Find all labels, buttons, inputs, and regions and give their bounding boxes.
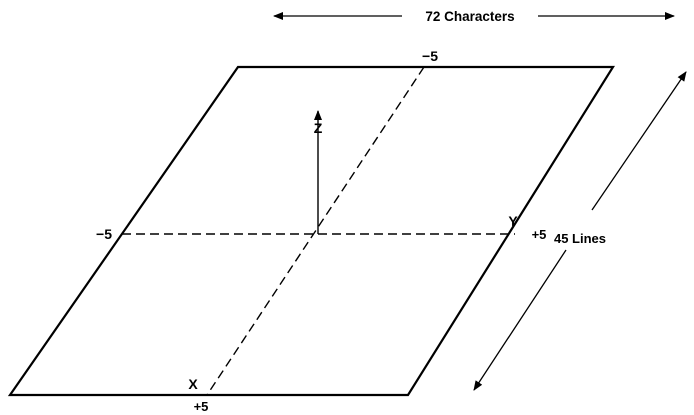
plane-outline [7, 65, 615, 397]
y-axis-max-label: +5 [532, 227, 547, 242]
y-axis-min-label: −5 [96, 226, 112, 242]
width-dimension-label: 72 Characters [425, 9, 514, 24]
z-axis-label: Z [314, 120, 323, 136]
x-axis-label: X [188, 376, 198, 392]
depth-dimension-arrow-upper [591, 71, 687, 211]
depth-dimension-label: 45 Lines [554, 231, 606, 246]
y-axis-label: Y [508, 213, 518, 229]
x-axis-max-label: +5 [194, 399, 209, 414]
x-axis-min-label: −5 [422, 48, 438, 64]
depth-dimension-arrow-lower [473, 249, 567, 391]
x-axis-line [206, 66, 425, 396]
